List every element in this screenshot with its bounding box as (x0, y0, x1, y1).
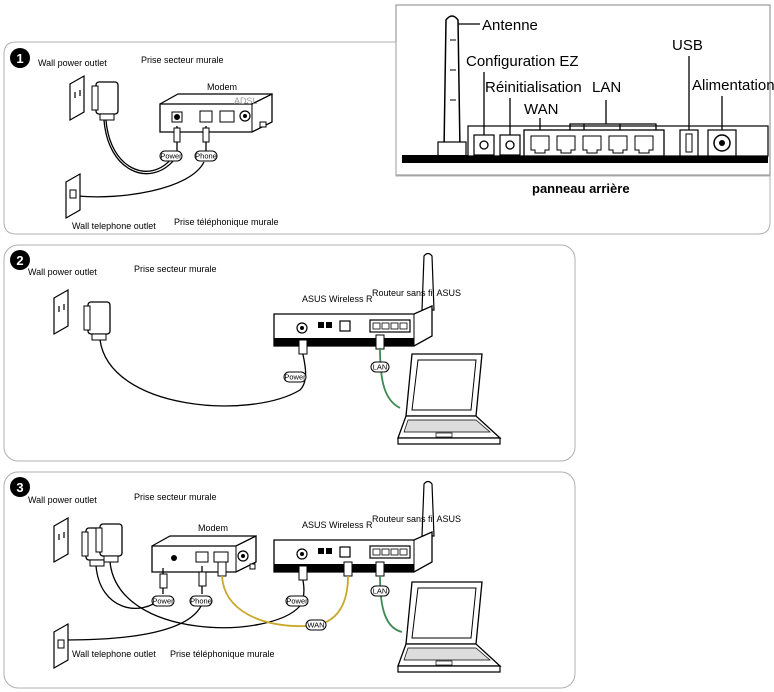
step-3-phone-tag (189, 595, 213, 607)
step-1-phone-tag (194, 150, 218, 162)
wan-port (530, 135, 550, 154)
step-3-wall-outlet-icon (53, 517, 69, 563)
lan-port-4 (634, 135, 654, 154)
step-3-wan-cable (221, 575, 349, 627)
step-2-outlet-fr: Prise secteur murale (134, 264, 217, 274)
lan-port-1 (556, 135, 576, 154)
step-3-panel: 3 Wall power outlet Prise secteur murale… (3, 471, 576, 689)
step-3-modem-power-tag-text: Power (152, 597, 174, 606)
label-lan: LAN (592, 79, 621, 96)
step-2-frame (3, 244, 576, 462)
label-usb: USB (672, 37, 703, 54)
step-1-modem-icon (159, 92, 273, 133)
step-2-lan-cable (379, 347, 401, 409)
label-wan: WAN (524, 101, 558, 118)
step-1-frame (3, 41, 771, 235)
step-3-router-en: ASUS Wireless R (302, 520, 373, 530)
step-2-antenna-icon (421, 252, 435, 311)
step-1-outlet-fr: Prise secteur murale (141, 55, 224, 65)
step-2-wall-outlet-icon (53, 289, 69, 335)
step-1-power-tag-text: Power (160, 152, 182, 161)
step-1-modem-label: Modem (207, 82, 237, 92)
step-3-laptop-icon (397, 581, 501, 673)
router-chassis (402, 155, 768, 163)
step-3-modem-icon (151, 534, 257, 573)
step-3-lan-cable (379, 575, 403, 633)
step-2-panel: 2 Wall power outlet Prise secteur murale… (3, 244, 576, 462)
step-2-outlet-en: Wall power outlet (28, 267, 97, 277)
step-3-modem-power-tag (151, 595, 175, 607)
step-3-phone-jack-en: Wall telephone outlet (72, 649, 156, 659)
step-3-wan-tag-text: WAN (307, 621, 324, 630)
step-3-frame (3, 471, 576, 689)
step-2-badge (10, 250, 30, 270)
step-1-outlet-en: Wall power outlet (38, 58, 107, 68)
label-ez-config: Configuration EZ (466, 53, 579, 70)
step-2-lan-tag-text: LAN (373, 363, 388, 372)
step-3-phone-jack-icon (53, 623, 69, 669)
label-reset: Réinitialisation (485, 79, 582, 96)
step-3-router-power-tag-text: Power (286, 597, 308, 606)
step-3-router-power-tag (285, 595, 309, 607)
step-3-outlet-en: Wall power outlet (28, 495, 97, 505)
step-1-modem-brand: ADSL (234, 96, 258, 106)
step-1-wall-outlet-icon (69, 75, 85, 121)
step-2-number: 2 (16, 253, 23, 268)
step-3-router-icon (273, 531, 433, 573)
step-3-phone-jack-fr: Prise téléphonique murale (170, 649, 275, 659)
rear-panel: Antenne Configuration EZ Réinitialisatio… (395, 4, 774, 176)
step-1-phone-jack-en: Wall telephone outlet (72, 221, 156, 231)
step-1-number: 1 (16, 51, 23, 66)
step-3-router-fr: Routeur sans fil ASUS (372, 514, 461, 524)
step-3-outlet-fr: Prise secteur murale (134, 492, 217, 502)
step-1-phone-tag-text: Phone (195, 152, 217, 161)
step-3-badge (10, 477, 30, 497)
step-3-number: 3 (16, 480, 23, 495)
step-1-phone-jack-fr: Prise téléphonique murale (174, 217, 279, 227)
label-power: Alimentation (692, 77, 774, 94)
step-2-lan-tag (370, 361, 390, 373)
step-2-adapter-icon (83, 301, 111, 341)
step-3-antenna-icon (421, 480, 435, 537)
step-2-router-fr: Routeur sans fil ASUS (372, 288, 461, 298)
step-3-lan-tag (370, 585, 390, 597)
lan-port-3 (608, 135, 628, 154)
antenna-icon (443, 15, 461, 151)
step-1-badge (10, 48, 30, 68)
rear-panel-caption: panneau arrière (532, 181, 630, 196)
step-1-adapter-icon (91, 81, 119, 121)
step-3-modem-label: Modem (198, 523, 228, 533)
step-2-laptop-icon (397, 353, 501, 445)
step-1-panel: 1 Wall power outlet Prise secteur murale… (3, 41, 771, 235)
step-3-lan-tag-text: LAN (373, 587, 388, 596)
step-3-phone-tag-text: Phone (190, 597, 212, 606)
lan-port-2 (582, 135, 602, 154)
step-3-wan-tag (305, 619, 327, 631)
step-2-power-tag-text: Power (284, 373, 306, 382)
step-2-router-en: ASUS Wireless R (302, 294, 373, 304)
step-1-phone-jack-icon (65, 173, 81, 219)
step-1-power-tag (159, 150, 183, 162)
step-2-power-tag (283, 371, 307, 383)
step-2-router-icon (273, 305, 433, 347)
label-antenna: Antenne (482, 17, 538, 34)
